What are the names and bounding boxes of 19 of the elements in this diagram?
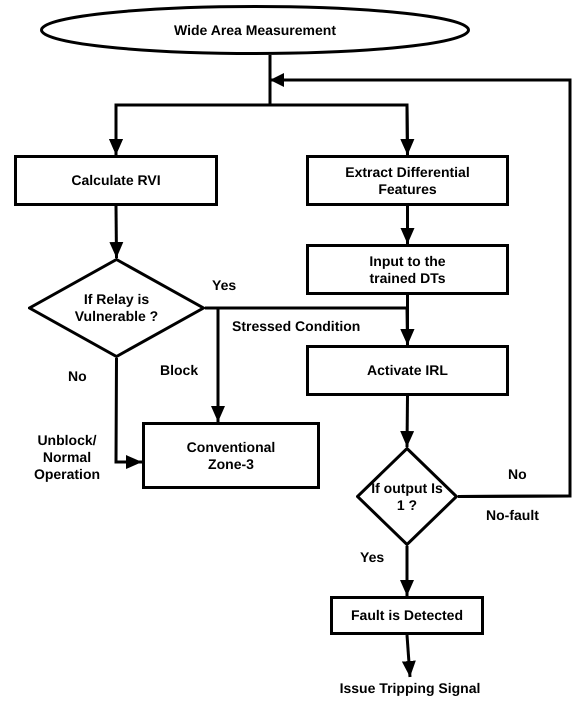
node-label: Conventional Zone-3 — [186, 438, 276, 472]
decision-diamond — [28, 258, 205, 358]
process-box — [142, 422, 320, 489]
start-ellipse — [40, 5, 470, 55]
node-label: Fault is Detected — [350, 607, 464, 624]
process-box — [306, 345, 509, 396]
process-box — [14, 155, 218, 206]
node-label: If Relay is Vulnerable ? — [74, 291, 160, 325]
node-label: Activate IRL — [367, 362, 448, 379]
node-label: Calculate RVI — [71, 172, 161, 189]
process-box — [330, 596, 484, 635]
process-box — [306, 155, 509, 206]
output-text: Issue Tripping Signal — [340, 680, 480, 696]
node-label: Input to the trained DTs — [368, 252, 447, 286]
process-box — [306, 244, 509, 295]
node-label: Extract Differential Features — [344, 164, 471, 198]
node-label: Wide Area Measurement — [174, 22, 336, 38]
decision-diamond — [356, 447, 458, 546]
node-label: If output Is 1 ? — [371, 480, 443, 514]
